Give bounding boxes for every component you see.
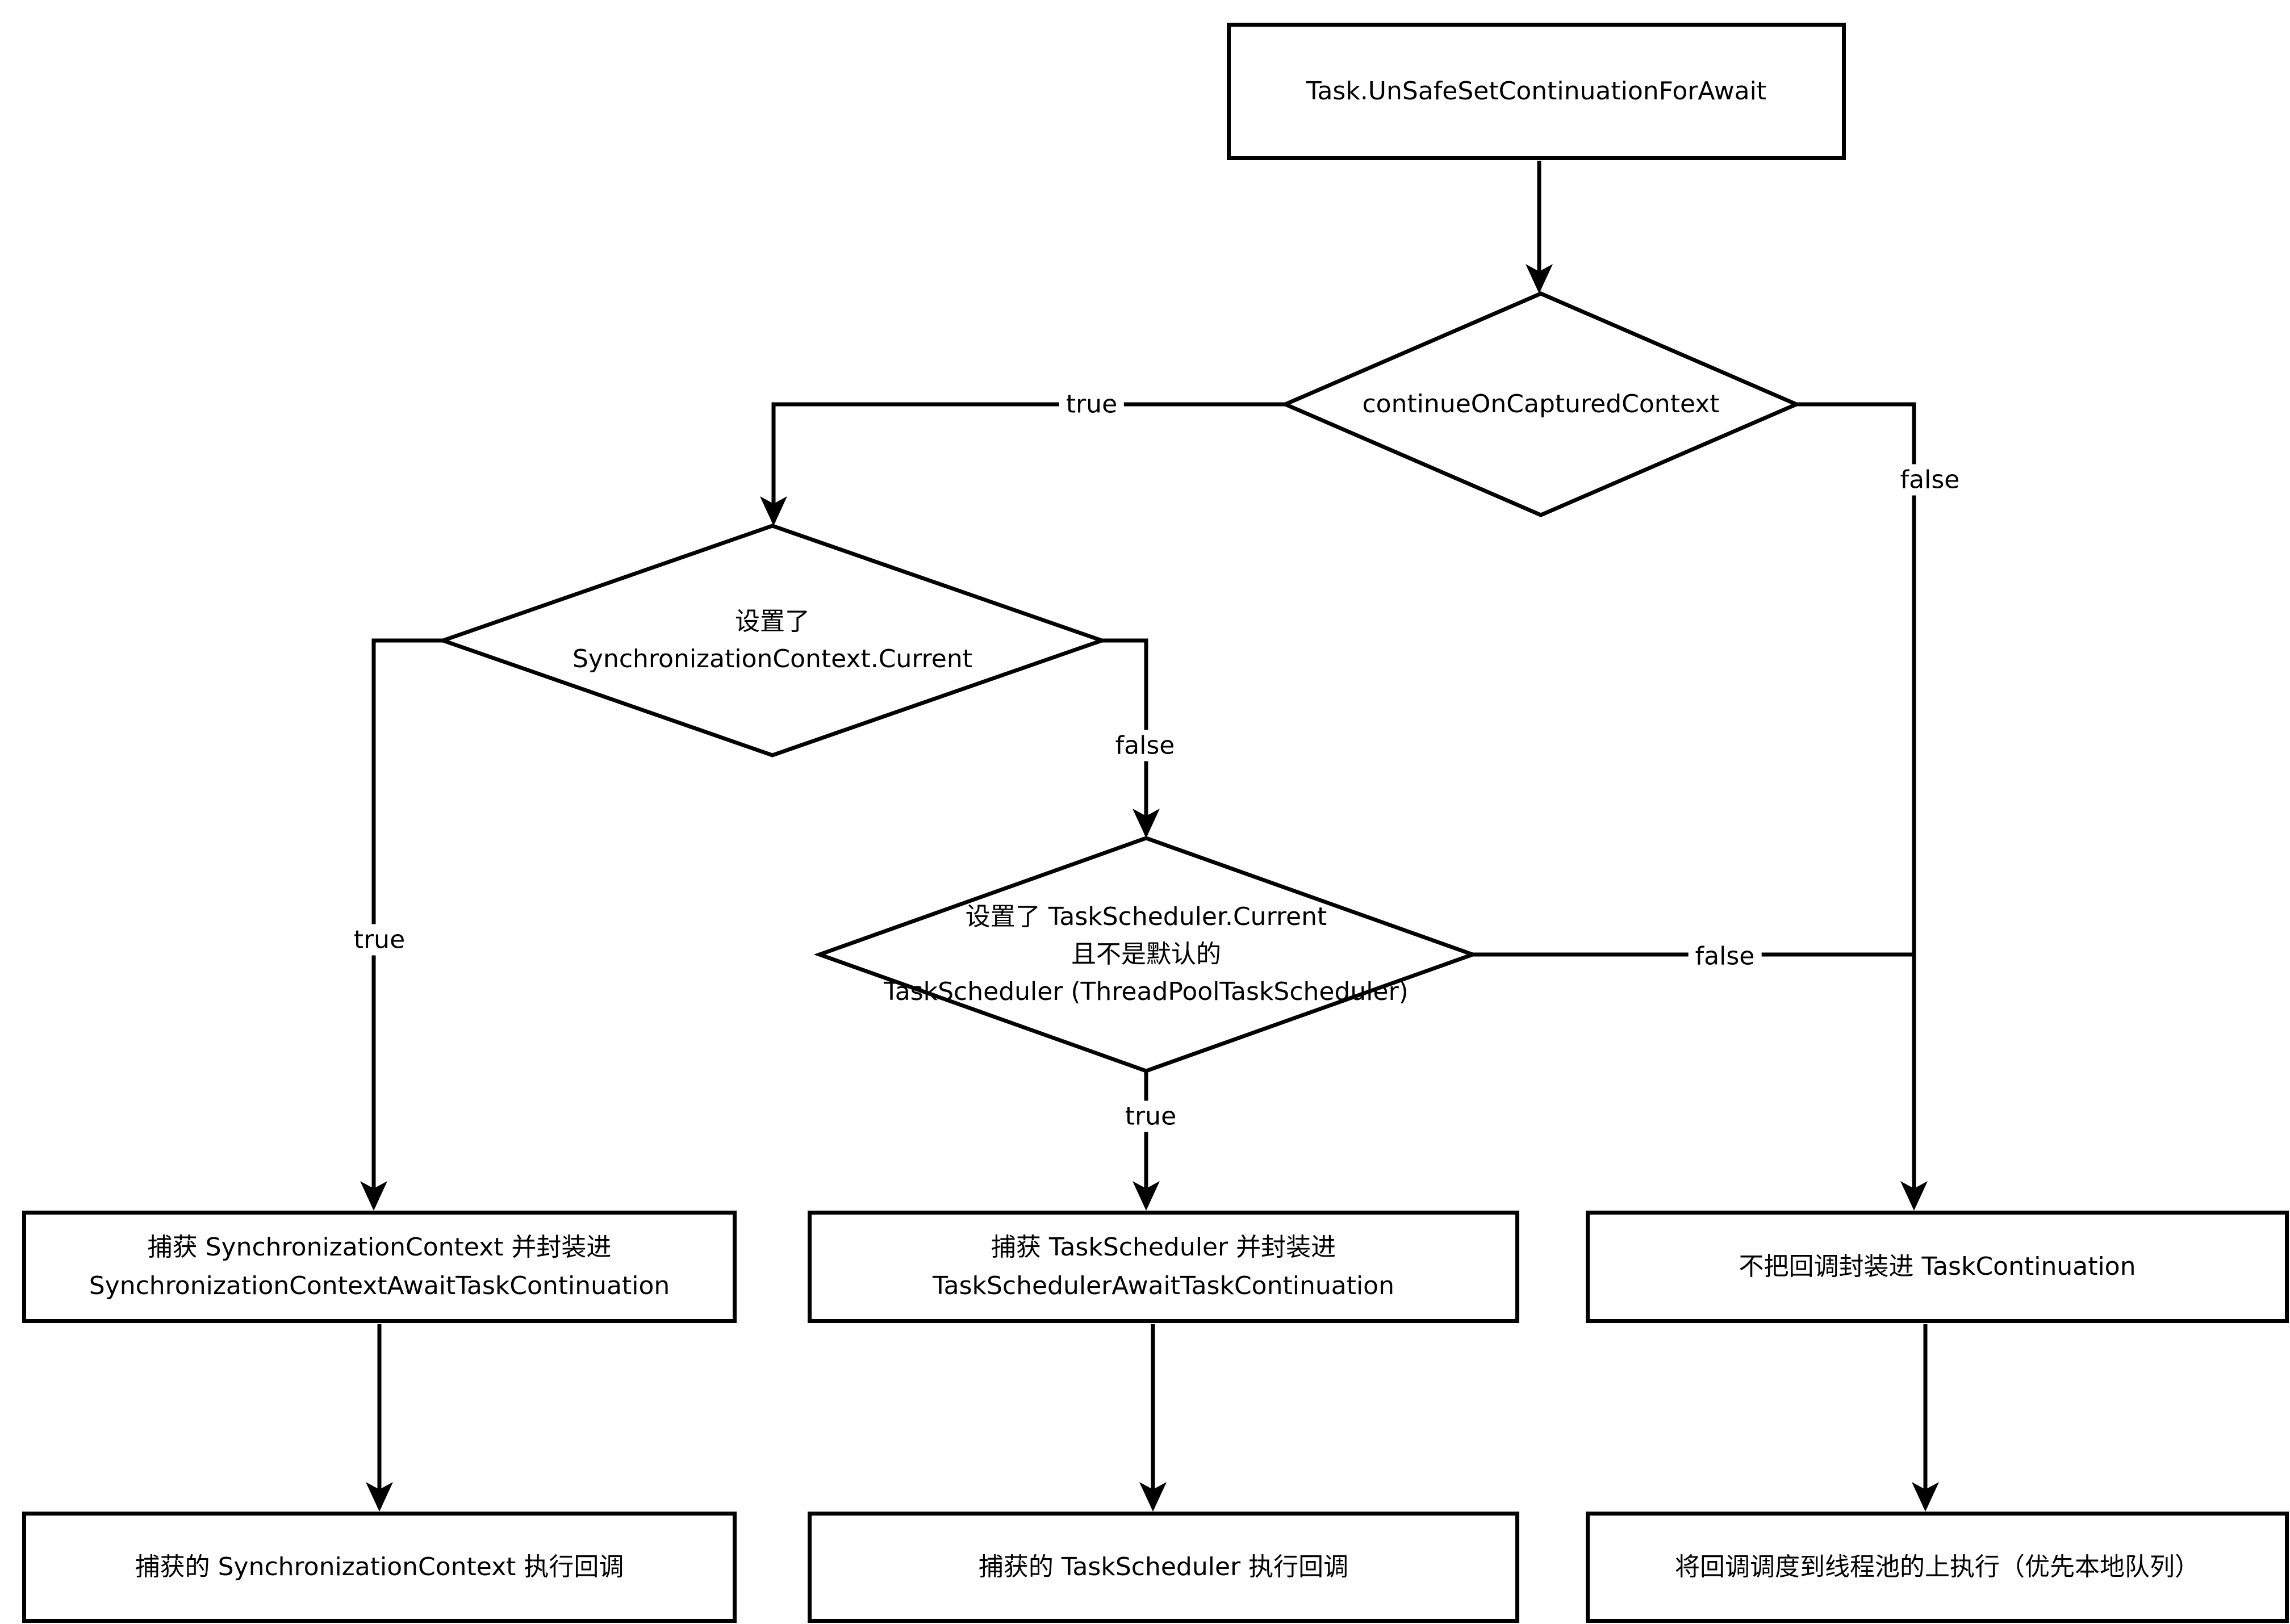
edge-decision2-true: [360, 638, 443, 1211]
node-schedule-thread-pool: 将回调调度到线程池的上执行（优先本地队列）: [1586, 1512, 2289, 1623]
node-start: Task.UnSafeSetContinuationForAwait: [1227, 23, 1846, 160]
decision-diamond-taskScheduler: [813, 836, 1479, 1073]
node-exec-sync-context-label: 捕获的 SynchronizationContext 执行回调: [135, 1552, 624, 1581]
node-capture-sync-context-line2: SynchronizationContextAwaitTaskContinuat…: [89, 1271, 670, 1300]
edge-decision1-false: [1796, 402, 1928, 1211]
edge-label-d2-false: false: [1108, 730, 1182, 761]
edge-label-d1-true: true: [1059, 388, 1125, 420]
edge-label-d3-true: true: [1118, 1100, 1184, 1132]
edge-decision2-false: [1102, 638, 1160, 838]
node-capture-task-scheduler-line2: TaskSchedulerAwaitTaskContinuation: [933, 1271, 1394, 1300]
node-no-wrap: 不把回调封装进 TaskContinuation: [1586, 1211, 2289, 1323]
decision-diamond-syncContext: [437, 524, 1108, 757]
edge-label-d3-false: false: [1688, 940, 1762, 972]
edge-label-d1-false: false: [1893, 464, 1967, 496]
decision-diamond-continueOnCapturedContext: [1280, 291, 1802, 517]
node-exec-sync-context: 捕获的 SynchronizationContext 执行回调: [22, 1512, 737, 1623]
node-no-wrap-label: 不把回调封装进 TaskContinuation: [1739, 1252, 2136, 1281]
edge-label-d2-true: true: [346, 924, 412, 956]
node-capture-sync-context-line1: 捕获 SynchronizationContext 并封装进: [147, 1232, 612, 1262]
node-capture-task-scheduler-line1: 捕获 TaskScheduler 并封装进: [991, 1232, 1336, 1262]
node-capture-sync-context: 捕获 SynchronizationContext 并封装进 Synchroni…: [22, 1211, 737, 1323]
edge-decision1-true: [760, 402, 1285, 526]
node-schedule-thread-pool-label: 将回调调度到线程池的上执行（优先本地队列）: [1675, 1552, 2200, 1581]
node-exec-task-scheduler-label: 捕获的 TaskScheduler 执行回调: [978, 1552, 1349, 1581]
node-start-label: Task.UnSafeSetContinuationForAwait: [1306, 76, 1767, 106]
node-capture-task-scheduler: 捕获 TaskScheduler 并封装进 TaskSchedulerAwait…: [808, 1211, 1519, 1323]
node-exec-task-scheduler: 捕获的 TaskScheduler 执行回调: [808, 1512, 1519, 1623]
